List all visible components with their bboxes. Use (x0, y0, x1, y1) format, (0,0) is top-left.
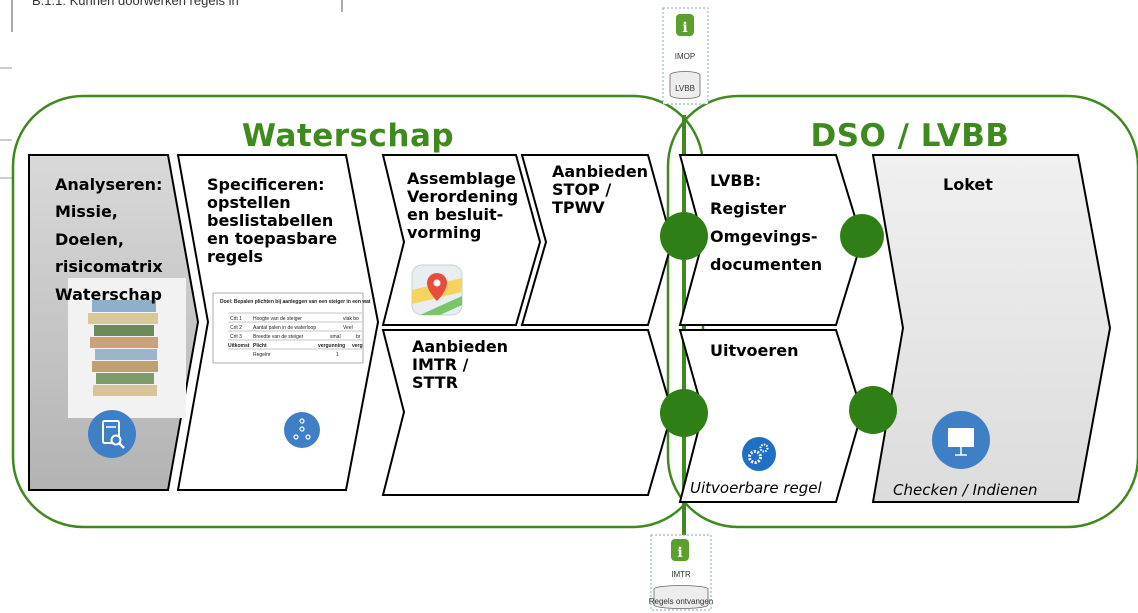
waterschap-title: Waterschap (242, 118, 454, 154)
presentation-icon (932, 411, 990, 469)
analyseren-label: Analyseren: Missie, Doelen, risicomatrix… (55, 175, 168, 304)
dso-lvbb-container (666, 94, 1138, 529)
hierarchy-icon (284, 412, 320, 448)
svg-text:i: i (682, 20, 687, 36)
imop-label: IMOP (675, 52, 695, 61)
table-cell: Regelnr (253, 352, 271, 358)
imtr-box: i IMTR Regels ontvangen (649, 534, 714, 611)
table-cell: Veel (343, 325, 353, 331)
dso-lvbb-title: DSO / LVBB (810, 118, 1009, 154)
aanbieden-imtr-label: Aanbieden IMTR / STTR (412, 337, 514, 392)
imop-db-label: LVBB (675, 84, 695, 93)
lvbb-label: LVBB: Register Omgevings- documenten (710, 171, 823, 274)
imop-box: i IMOP LVBB (662, 7, 709, 105)
table-cell: Plicht (253, 343, 267, 349)
assemblage-label: Assemblage Verordening en besluit- vormi… (407, 169, 524, 242)
maps-icon (411, 264, 463, 316)
gears-icon (742, 437, 776, 471)
checken-indienen-caption: Checken / Indienen (893, 481, 1038, 499)
specificeren-label: Specificeren: opstellen beslistabellen e… (207, 175, 343, 266)
info-icon (676, 14, 694, 36)
loket-chevron (871, 154, 1112, 503)
table-cell: Crit 3 (230, 334, 242, 340)
loket-label: Loket (943, 175, 993, 194)
connector-node (849, 386, 897, 434)
info-icon (671, 539, 689, 561)
document-search-icon (88, 410, 136, 458)
connector-node (660, 212, 708, 260)
table-cell: vlak bo (343, 316, 359, 322)
svg-text:i: i (677, 545, 682, 561)
connector-node (840, 214, 884, 258)
table-cell: verg (352, 343, 363, 349)
table-cell: Hoogte van de steiger (253, 316, 302, 322)
table-cell: Breedte van de steiger (253, 334, 304, 340)
imtr-db-label: Regels ontvangen (649, 597, 714, 606)
aanbieden-stop-label: Aanbieden STOP / TPWV (552, 162, 654, 217)
uitvoerbare-regel-caption: Uitvoerbare regel (690, 479, 823, 497)
uitvoeren-label: Uitvoeren (710, 341, 799, 360)
table-cell: vergunning (318, 343, 345, 349)
top-note-text: B.1.1: Kunnen doorwerken regels in (32, 0, 239, 8)
aanbieden-stop-chevron (520, 154, 674, 326)
imtr-label: IMTR (671, 570, 691, 579)
books-image (68, 278, 186, 418)
table-cell: 1 (336, 352, 339, 358)
top-note: B.1.1: Kunnen doorwerken regels in (0, 0, 343, 179)
table-cell: Crit 1 (230, 316, 242, 322)
connector-node (660, 389, 708, 437)
table-cell: Aantal palen in de waterloop (253, 325, 316, 331)
table-cell: Uitkomst (228, 343, 250, 349)
decision-table-title: Doel: Bepalen plichten bij aanleggen van… (220, 299, 371, 305)
table-cell: smal (330, 334, 341, 340)
table-cell: Crit 2 (230, 325, 242, 331)
decision-table: Doel: Bepalen plichten bij aanleggen van… (212, 292, 371, 364)
aanbieden-imtr-chevron (381, 329, 674, 496)
table-cell: br (356, 334, 361, 340)
